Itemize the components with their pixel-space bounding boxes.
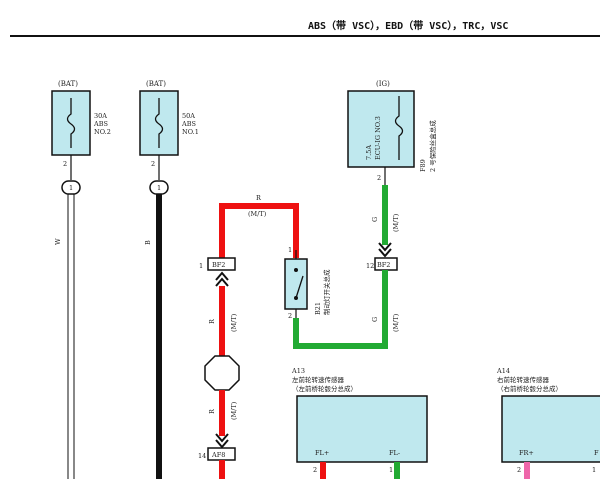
arrow-green-down	[378, 242, 392, 258]
fuse-ecu-amp: 7.5A	[365, 145, 373, 160]
fuse-ecu-source: (IG)	[376, 80, 390, 88]
connector-bf2-left-label: BF2	[212, 261, 225, 269]
fuse-abs2-source: (BAT)	[58, 80, 78, 88]
fuse-abs1-pin: 2	[151, 160, 155, 168]
wire-green-low-color: G	[371, 317, 379, 322]
fuse-ecu-icon	[394, 96, 404, 160]
wire-abs2-color: W	[54, 238, 62, 245]
wire-green-top-mt: (M/T)	[392, 213, 400, 232]
wire-green-top-color: G	[371, 217, 379, 222]
fuse-abs1-icon	[154, 98, 164, 148]
sensor-a14-p1: FR+	[519, 449, 534, 457]
fuse-abs1-source: (BAT)	[146, 80, 166, 88]
fuse-ecu-name: ECU-IG NO.3	[374, 116, 382, 160]
fuse-abs2-name1: ABS	[93, 120, 108, 128]
sensor-a14-p2: F	[594, 449, 599, 457]
sensor-a13-sub: （左前桥轮毂分总成）	[292, 384, 357, 393]
sensor-a13-box	[296, 395, 428, 463]
brake-switch-box	[284, 258, 308, 310]
sensor-a14-n1: 2	[517, 466, 521, 474]
connector-abs2	[61, 180, 81, 195]
connector-bf2-right-pin: 12	[366, 262, 374, 270]
connector-abs2-label: 1	[69, 184, 73, 192]
fuse-ecu-box	[347, 90, 415, 168]
wire-red-top-color: R	[256, 194, 262, 202]
fuse-abs1-amp: 50A	[182, 112, 195, 120]
arrow-red-up	[215, 271, 229, 287]
fuse-ecu-pin: 2	[377, 174, 381, 182]
wire-red-top-mt: (M/T)	[248, 210, 267, 218]
sensor-a13-ref: A13	[291, 367, 305, 375]
fuse-ecu-desc: 2 号保险丝盒总成	[428, 120, 437, 172]
sensor-a14-desc: 右前轮转速传感器	[497, 375, 550, 384]
junction-octagon	[204, 355, 240, 391]
wire-red-top	[219, 203, 299, 258]
wire-green-bottom	[293, 270, 388, 349]
wire-red-low-mt: (M/T)	[230, 401, 238, 420]
connector-bf2-left-pin: 1	[199, 262, 203, 270]
wire-red-low-color: R	[208, 408, 216, 414]
fuse-ecu-ref: F89	[419, 159, 427, 172]
sensor-a14-box	[501, 395, 600, 463]
wire-abs1-color: B	[144, 240, 152, 245]
connector-af8-label: AF8	[211, 451, 225, 459]
fuse-abs2-icon	[66, 98, 76, 148]
sensor-a14-ref: A14	[496, 367, 510, 375]
brake-switch-ref: B21	[314, 302, 322, 315]
wire-red-mid-color: R	[208, 318, 216, 324]
brake-switch-desc: 制动灯开关总成	[322, 269, 331, 315]
connector-bf2-left	[207, 257, 236, 271]
fuse-abs2-pin: 2	[63, 160, 67, 168]
switch-pin-bottom: 2	[288, 312, 292, 320]
switch-blade-icon	[295, 275, 304, 299]
wire-red-mid-mt: (M/T)	[230, 313, 238, 332]
connector-abs1-label: 1	[157, 184, 161, 192]
fuse-abs1-name2: NO.1	[182, 128, 199, 136]
fuse-abs1-name1: ABS	[181, 120, 196, 128]
sensor-a13-desc: 左前轮转速传感器	[292, 375, 345, 384]
sensor-a13-n1: 2	[313, 466, 317, 474]
diagram-title: ABS（带 VSC），EBD（带 VSC），TRC，VSC	[308, 19, 508, 32]
sensor-a13-n2: 1	[389, 466, 393, 474]
switch-contact-top	[294, 268, 298, 272]
connector-af8-pin: 14	[198, 452, 206, 460]
connector-bf2-right-label: BF2	[377, 261, 390, 269]
fuse-abs2-amp: 30A	[94, 112, 107, 120]
sensor-a13-p2: FL-	[389, 449, 400, 457]
arrow-red-down	[215, 433, 229, 449]
switch-pin-top: 1	[288, 246, 292, 254]
sensor-a14-sub: （右前桥轮毂分总成）	[497, 384, 562, 393]
sensor-a13-p1: FL+	[315, 449, 329, 457]
sensor-a14-n2: 1	[592, 466, 596, 474]
wire-green-low-mt: (M/T)	[392, 313, 400, 332]
fuse-abs2-name2: NO.2	[94, 128, 111, 136]
